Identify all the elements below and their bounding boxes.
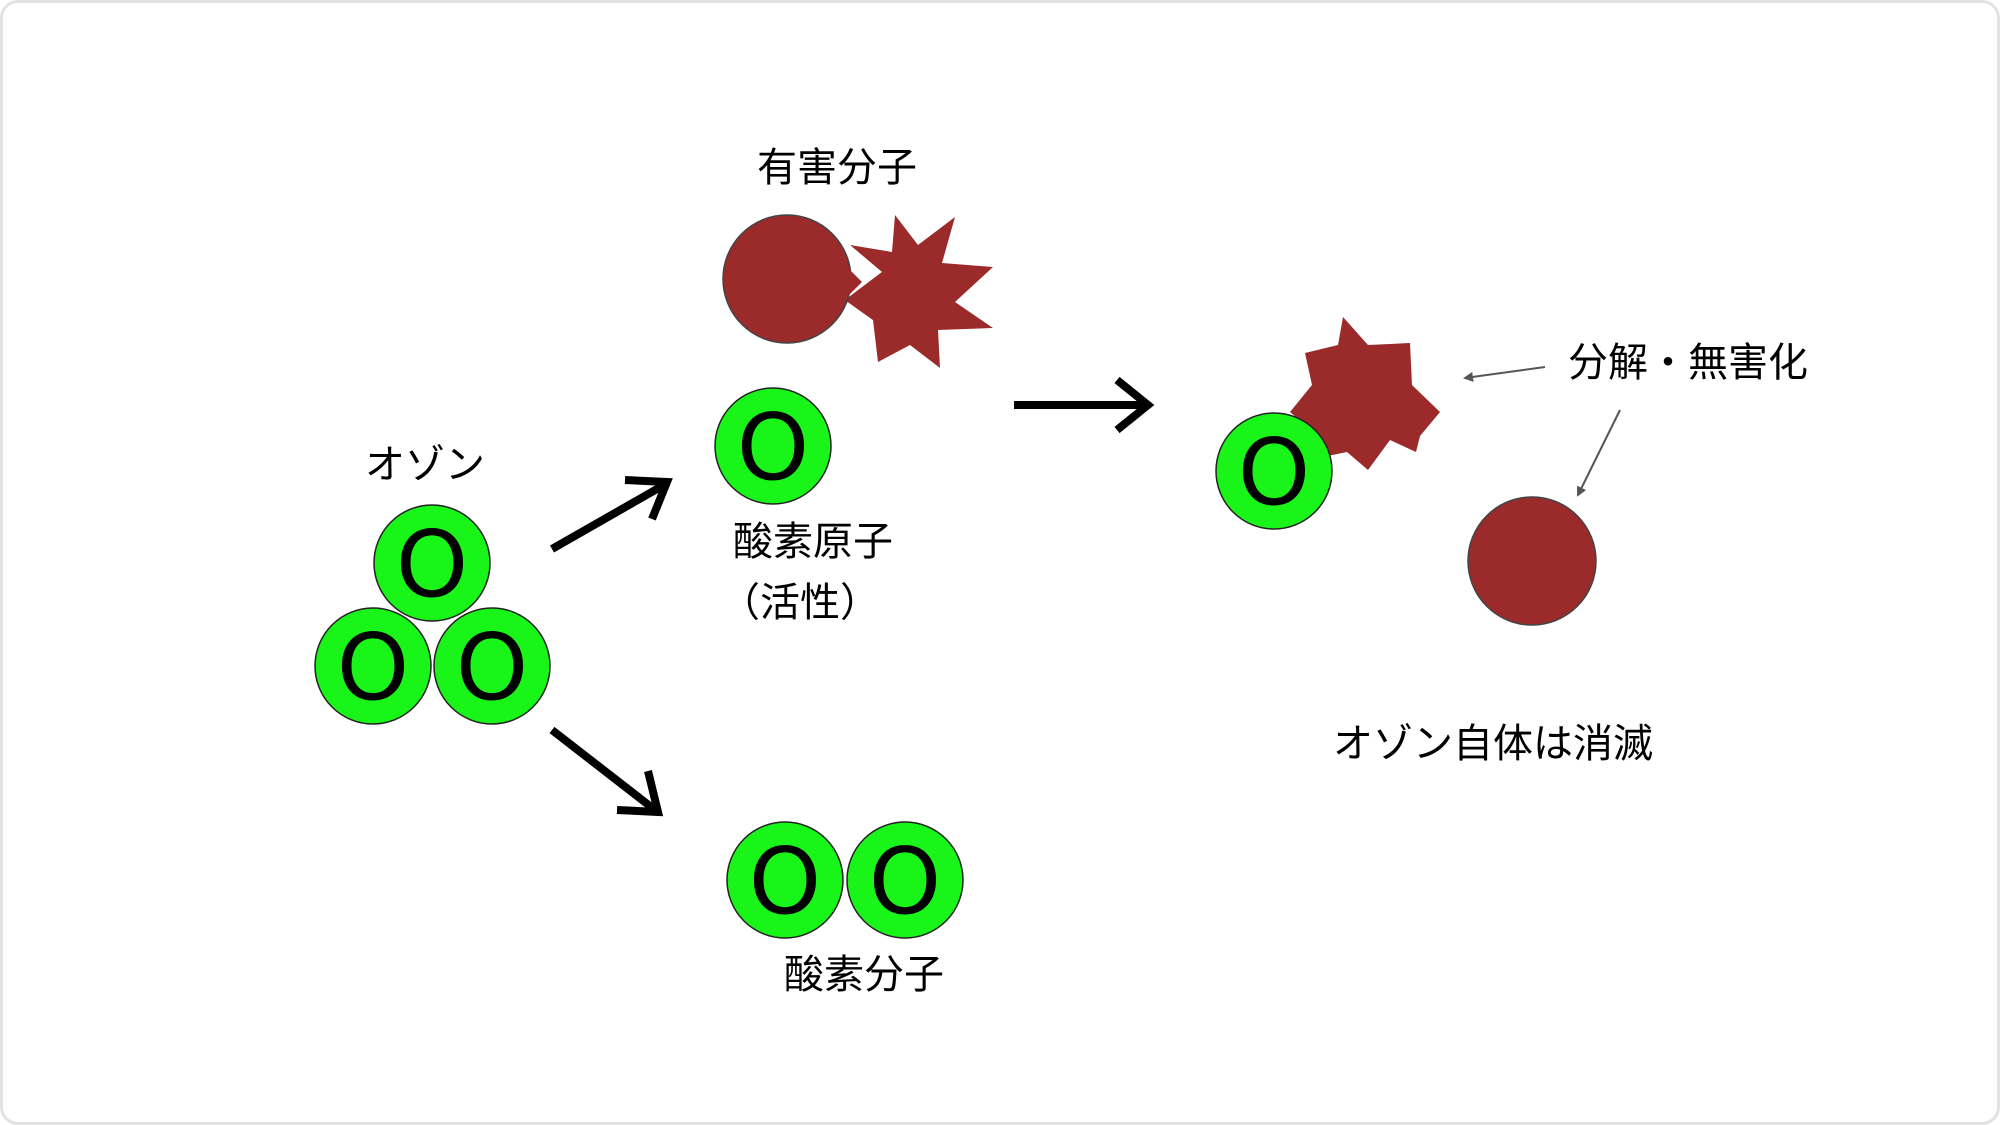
- decompose-label: 分解・無害化: [1568, 340, 1808, 386]
- ozone-atom-top: O: [373, 504, 491, 622]
- oxygen-atom-active-label: （活性）: [720, 580, 880, 626]
- atom-symbol: O: [456, 614, 528, 721]
- harmful-molecule: [722, 214, 993, 368]
- oxygen-molecule-atom-right: O: [846, 821, 964, 939]
- atom-symbol: O: [749, 828, 821, 935]
- atom-symbol: O: [337, 614, 409, 721]
- ozone-disappears-label: オゾン自体は消滅: [1333, 721, 1653, 767]
- ozone-atom-bottom-right: O: [433, 607, 551, 725]
- ozone-label: オゾン: [365, 442, 485, 488]
- thin-arrow-to-star: [1463, 366, 1546, 382]
- atom-symbol: O: [869, 828, 941, 935]
- atom-symbol: O: [737, 394, 809, 501]
- decomposed-harmful-star: [1290, 317, 1440, 470]
- thin-arrow-to-circle: [1577, 409, 1621, 497]
- harmful-circle: [722, 214, 852, 344]
- atom-symbol: O: [1238, 419, 1310, 526]
- oxygen-molecule-label: 酸素分子: [784, 952, 944, 998]
- harmful-molecule-label: 有害分子: [757, 145, 917, 191]
- oxygen-molecule: O O: [726, 821, 964, 939]
- atom-symbol: O: [396, 511, 468, 618]
- ozone-atom-bottom-left: O: [314, 607, 432, 725]
- oxygen-atom-active: O: [714, 387, 832, 505]
- harmful-circle-separated: [1467, 496, 1597, 626]
- arrow-to-oxygen-atom: [550, 476, 673, 553]
- oxygen-molecule-atom-left: O: [726, 821, 844, 939]
- ozone-molecule: O O O: [314, 504, 551, 725]
- arrow-to-oxygen-molecule: [549, 726, 664, 817]
- reaction-arrow: [1014, 376, 1155, 434]
- oxygen-atom-result: O: [1215, 412, 1333, 530]
- harmful-star-shape: [845, 215, 993, 368]
- oxygen-atom-label: 酸素原子: [733, 519, 893, 565]
